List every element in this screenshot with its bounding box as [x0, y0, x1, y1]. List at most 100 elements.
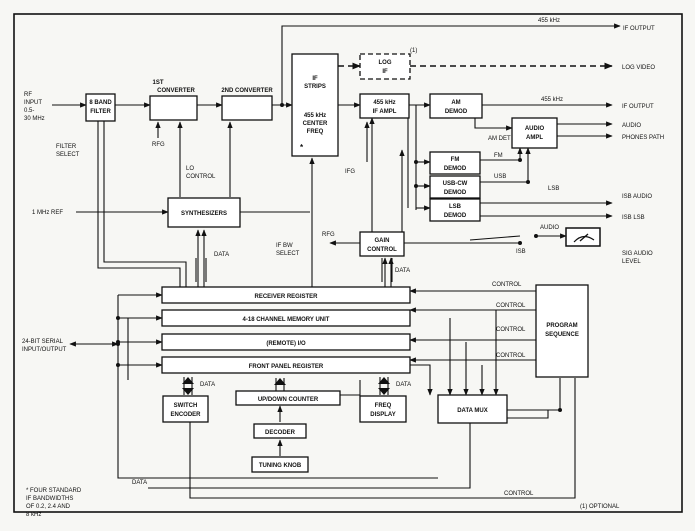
decoder-label: DECODER: [265, 430, 296, 436]
lo-control-line1: LO: [186, 166, 194, 172]
tuning-knob-label: TUNING KNOB: [259, 463, 302, 469]
band-filter-line1: 8 BAND: [89, 100, 112, 106]
optional-mark: (1): [410, 48, 417, 54]
second-converter-label: 2ND CONVERTER: [221, 88, 273, 94]
first-converter-line2: CONVERTER: [157, 88, 195, 94]
if-strips-block: IF STRIPS 455 kHz CENTER FREQ *: [291, 53, 339, 157]
memory-unit-label: 4-18 CHANNEL MEMORY UNIT: [243, 317, 330, 323]
switch-encoder-line2: ENCODER: [170, 412, 201, 418]
if-ampl-line2: IF AMPL: [373, 109, 397, 115]
serial-io-line2: INPUT/OUTPUT: [22, 347, 67, 353]
sig-audio-level-line1: SIG AUDIO: [622, 251, 653, 257]
am-det-label: AM DET: [488, 136, 511, 142]
if-strips-line1: IF: [312, 76, 318, 82]
data-gain-label: DATA: [395, 268, 410, 274]
if-ampl-line1: 455 kHz: [373, 100, 395, 106]
if-strips-line2: STRIPS: [304, 84, 326, 90]
freq-display-line1: FREQ: [375, 403, 392, 409]
usb-cw-demod-line2: DEMOD: [444, 190, 467, 196]
receiver-register-block: RECEIVER REGISTER: [161, 286, 411, 304]
meter-icon: [565, 227, 601, 247]
control-label-2: CONTROL: [496, 303, 526, 309]
control-bottom-label: CONTROL: [504, 491, 534, 497]
data-mux-block: DATA MUX: [437, 394, 508, 424]
data-bottom-label: DATA: [132, 480, 147, 486]
decoder-block: DECODER: [253, 423, 307, 439]
remote-io-label: (REMOTE) I/O: [266, 341, 306, 347]
phones-path-label: PHONES PATH: [622, 135, 664, 141]
isb-switch-label: ISB: [516, 249, 526, 255]
signal-labels: RF INPUT 0.5- 30 MHz FILTER SELECT RFG L…: [22, 18, 664, 518]
out-455-top-label: 455 kHz: [538, 18, 560, 24]
log-video-label: LOG VIDEO: [622, 65, 655, 71]
first-converter-line1: 1ST: [152, 80, 163, 86]
program-sequence-line2: SEQUENCE: [545, 332, 579, 338]
am-demod-line2: DEMOD: [445, 109, 468, 115]
footnote-line2: IF BANDWIDTHS: [26, 496, 73, 502]
data-synth-label: DATA: [214, 252, 229, 258]
junction-dots: [116, 103, 562, 412]
lsb-demod-block: LSB DEMOD: [429, 198, 481, 222]
receiver-register-label: RECEIVER REGISTER: [254, 294, 318, 300]
if-strips-line4: CENTER: [303, 121, 328, 127]
program-sequence-block: PROGRAM SEQUENCE: [535, 284, 589, 378]
diagram-frame: [13, 13, 683, 513]
audio-ampl-block: AUDIO AMPL: [511, 117, 558, 149]
audio-ampl-line2: AMPL: [526, 135, 543, 141]
lo-control-line2: CONTROL: [186, 174, 216, 180]
lsb-tag-label: LSB: [548, 186, 559, 192]
lsb-demod-line1: LSB: [449, 204, 462, 210]
synthesizers-block: SYNTHESIZERS: [167, 197, 241, 228]
program-sequence-line1: PROGRAM: [546, 323, 577, 329]
fm-demod-block: FM DEMOD: [429, 151, 481, 175]
second-converter-block: [221, 95, 273, 121]
switch-encoder-block: SWITCH ENCODER: [162, 395, 209, 423]
rf-input-line2: INPUT: [24, 100, 42, 106]
audio-out-label: AUDIO: [622, 123, 641, 129]
up-down-counter-block: UP/DOWN COUNTER: [235, 390, 341, 406]
if-ampl-block: 455 kHz IF AMPL: [359, 93, 410, 119]
out-455-mid-label: 455 kHz: [541, 97, 563, 103]
band-filter-block: 8 BAND FILTER: [85, 93, 116, 122]
if-strips-line5: FREQ: [307, 129, 324, 135]
isb-lsb-label: ISB LSB: [622, 215, 645, 221]
freq-display-line2: DISPLAY: [370, 412, 395, 418]
rf-input-line3: 0.5-: [24, 108, 34, 114]
gain-control-line2: CONTROL: [367, 247, 397, 253]
footnote-line4: 8 kHz: [26, 512, 41, 518]
if-strips-line3: 455 kHz: [304, 113, 326, 119]
band-filter-line2: FILTER: [90, 109, 111, 115]
gain-control-block: GAIN CONTROL: [359, 231, 405, 257]
first-converter-block: [149, 95, 198, 121]
synthesizers-label: SYNTHESIZERS: [181, 211, 227, 217]
optional-note: (1) OPTIONAL: [580, 504, 620, 510]
if-bw-select-line1: IF BW: [276, 243, 293, 249]
usb-cw-demod-block: USB-CW DEMOD: [429, 175, 481, 199]
data-mux-label: DATA MUX: [457, 408, 488, 414]
rf-input-line4: 30 MHz: [24, 116, 45, 122]
log-if-block: LOG IF: [359, 53, 411, 80]
freq-display-block: FREQ DISPLAY: [359, 395, 407, 423]
fm-demod-line2: DEMOD: [444, 166, 467, 172]
data-freq-label: DATA: [396, 382, 411, 388]
if-bw-select-line2: SELECT: [276, 251, 300, 257]
am-demod-block: AM DEMOD: [429, 93, 483, 119]
rf-input-line1: RF: [24, 92, 32, 98]
switch-encoder-line1: SWITCH: [174, 403, 198, 409]
sig-audio-level-line2: LEVEL: [622, 259, 641, 265]
memory-unit-block: 4-18 CHANNEL MEMORY UNIT: [161, 309, 411, 327]
control-label-3: CONTROL: [496, 327, 526, 333]
if-output-top-label: IF OUTPUT: [623, 26, 655, 32]
audio-switch-label: AUDIO: [540, 225, 559, 231]
if-strips-asterisk: *: [300, 143, 304, 152]
lsb-demod-line2: DEMOD: [444, 213, 467, 219]
log-if-line2: IF: [382, 69, 388, 75]
gain-control-line1: GAIN: [375, 238, 390, 244]
signal-wires: [52, 23, 621, 499]
usb-cw-demod-line1: USB-CW: [443, 181, 468, 187]
fm-demod-line1: FM: [451, 157, 460, 163]
control-label-1: CONTROL: [492, 282, 522, 288]
control-label-4: CONTROL: [496, 353, 526, 359]
log-if-line1: LOG: [379, 60, 392, 66]
